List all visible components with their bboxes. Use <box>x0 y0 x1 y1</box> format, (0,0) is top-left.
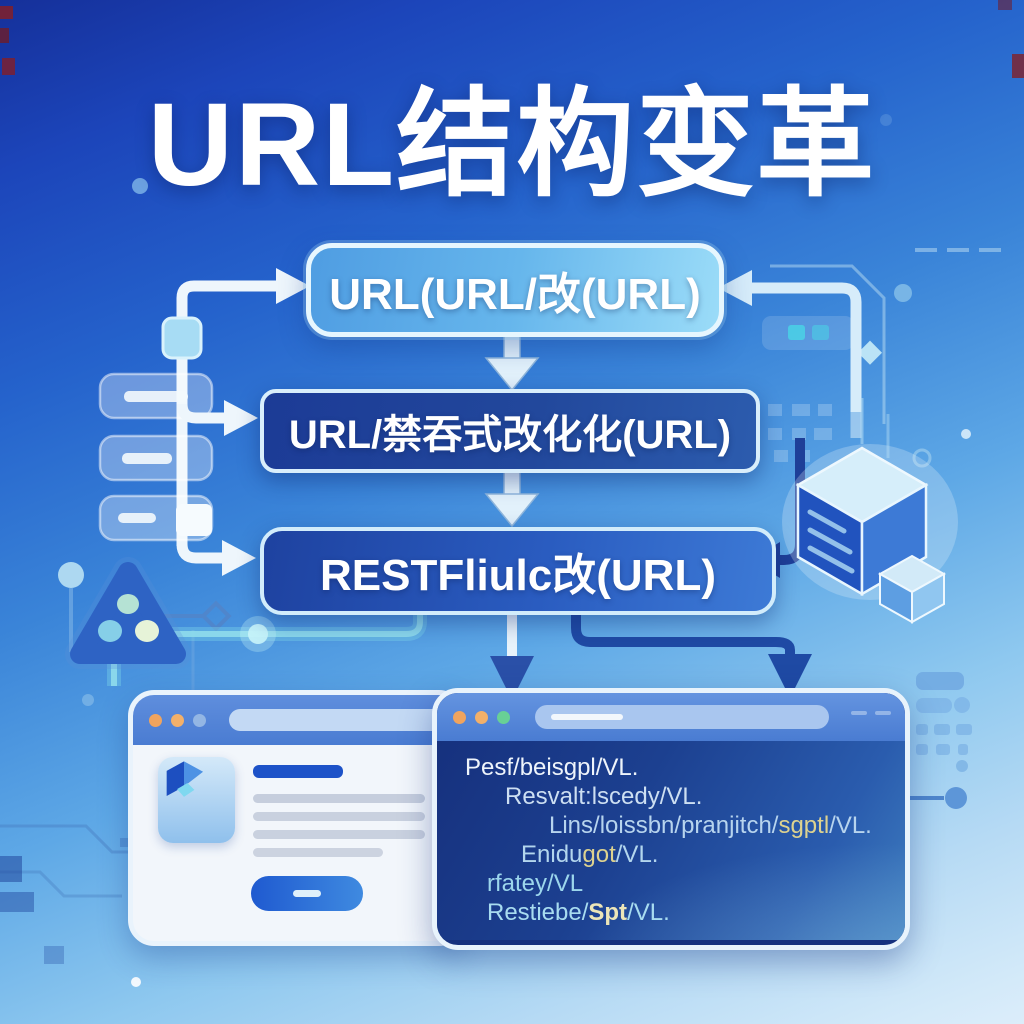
url-placeholder-line <box>551 714 623 720</box>
skeleton-line <box>253 812 425 821</box>
skeleton-line <box>253 848 383 857</box>
flow-box-label: RESTFliulc改(URL) <box>320 551 716 600</box>
code-panel: Pesf/beisgpl/VL. Resvalt:lscedy/VL. Lins… <box>437 741 905 940</box>
address-bar <box>535 705 829 729</box>
code-line: Lins/loissbn/pranjitch/sgptl/VL. <box>549 812 872 839</box>
code-line: Enidugot/VL. <box>521 841 659 868</box>
browser-connector-lines <box>107 608 812 700</box>
server-pill-icon <box>98 434 214 482</box>
glow-node-icon <box>248 624 268 644</box>
window-dot-icon <box>475 710 488 724</box>
cube-logo-icon <box>166 761 204 797</box>
cta-button <box>251 876 363 911</box>
browser-titlebar <box>133 695 460 745</box>
server-pill-icon <box>98 372 214 420</box>
window-dot-icon <box>149 713 162 727</box>
panel-glow <box>437 741 905 940</box>
window-dot-icon <box>193 713 206 727</box>
code-line: rfatey/VL <box>487 870 584 897</box>
server-pill-icon <box>98 494 214 542</box>
skeleton-line <box>253 794 425 803</box>
flow-box-label: URL(URL/改(URL) <box>329 270 701 319</box>
browser-window-code: Pesf/beisgpl/VL. Resvalt:lscedy/VL. Lins… <box>432 688 910 950</box>
flow-box-transition-url: URL/禁吞式改化化(URL) <box>260 389 760 473</box>
window-dot-icon <box>171 713 184 727</box>
browser-window-preview <box>128 690 465 946</box>
skeleton-heading <box>253 765 343 778</box>
flow-box-original-url: URL(URL/改(URL) <box>306 243 724 337</box>
cube-icon <box>782 398 958 600</box>
app-logo-tile <box>158 757 235 843</box>
warning-triangle-icon <box>65 557 191 669</box>
browser-titlebar <box>437 693 905 741</box>
window-dot-icon <box>497 710 510 724</box>
small-cube-icon <box>877 554 947 624</box>
skeleton-line <box>253 830 425 839</box>
window-dot-icon <box>453 710 466 724</box>
code-line: Restiebe/Spt/VL. <box>487 899 670 926</box>
code-line: Pesf/beisgpl/VL. <box>465 754 639 781</box>
page-title: URL结构变革 <box>147 79 877 211</box>
code-line: Resvalt:lscedy/VL. <box>505 783 703 810</box>
address-bar <box>229 709 444 731</box>
flow-box-restful-url: RESTFliulc改(URL) <box>260 527 776 615</box>
node-square-icon <box>161 316 203 360</box>
flow-box-label: URL/禁吞式改化化(URL) <box>288 413 732 457</box>
button-dash-icon <box>293 890 321 897</box>
titlebar-extra-icons <box>851 711 891 715</box>
node-square-icon <box>176 504 212 536</box>
